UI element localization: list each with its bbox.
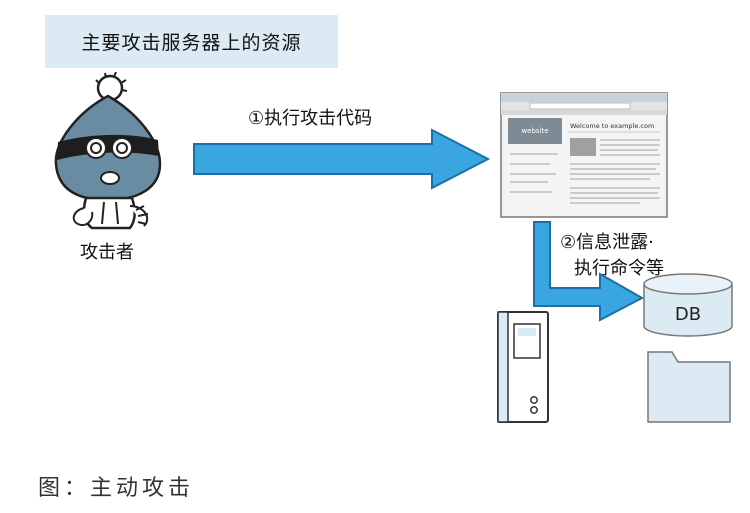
figure-caption: 图：主动攻击 — [38, 476, 195, 501]
attacker-eyes-icon — [85, 137, 133, 159]
browser-window: website Welcome to example.com — [500, 92, 668, 218]
server-tower-icon — [497, 311, 549, 423]
step2-label-line2: 执行命令等 — [574, 258, 664, 279]
diagram-title: 主要攻击服务器上的资源 — [81, 32, 302, 54]
diagram-title-box: 主要攻击服务器上的资源 — [45, 15, 338, 68]
attack-arrow — [193, 128, 491, 190]
db-label: DB — [675, 304, 701, 325]
attacker-hands-icon — [72, 205, 149, 227]
step1-label: ①执行攻击代码 — [248, 108, 373, 129]
step2-label-line1: ②信息泄露· — [560, 232, 654, 253]
site-logo-block — [508, 118, 562, 144]
attacker-mouth — [100, 171, 120, 185]
leak-arrow — [533, 221, 645, 322]
folder-icon — [647, 351, 731, 423]
database-icon: DB — [643, 273, 733, 337]
attacker-illustration — [54, 72, 162, 230]
attacker-label: 攻击者 — [80, 242, 134, 263]
site-logo-text: website — [521, 127, 548, 135]
mask-band — [57, 134, 159, 160]
hat-pompom-icon — [95, 72, 128, 102]
browser-heading: Welcome to example.com — [570, 122, 654, 130]
